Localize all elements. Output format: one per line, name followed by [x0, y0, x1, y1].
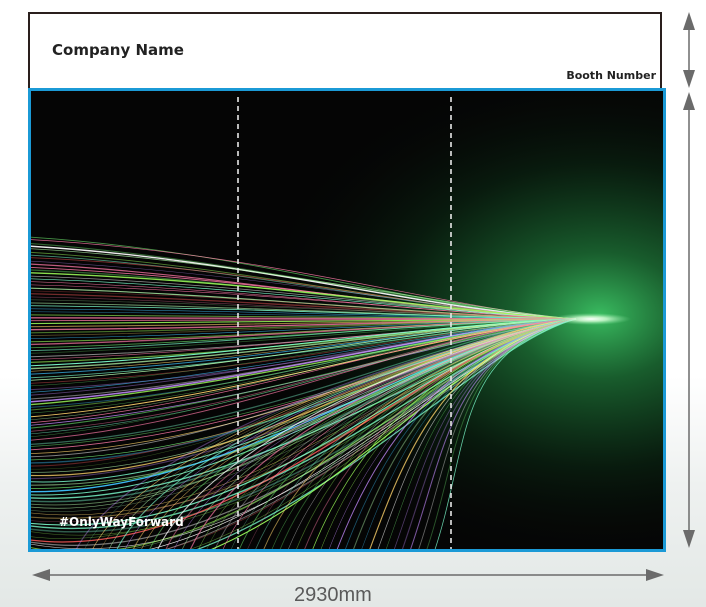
- light-streak: [31, 305, 577, 320]
- width-arrow-left-icon: [32, 569, 50, 581]
- light-streak: [31, 318, 577, 543]
- light-streak: [190, 318, 577, 549]
- light-streak: [31, 318, 577, 530]
- light-arc: [206, 318, 577, 549]
- light-streak: [31, 318, 577, 384]
- company-name: Company Name: [52, 41, 184, 59]
- light-streak: [31, 293, 577, 320]
- graphic-arrow-up-icon: [683, 92, 695, 110]
- light-streak: [31, 318, 577, 381]
- light-streak: [31, 318, 577, 408]
- light-streak: [31, 318, 577, 429]
- light-streak: [31, 318, 577, 331]
- width-label: 2930mm: [294, 584, 372, 606]
- light-arc: [198, 318, 577, 549]
- light-streak: [31, 272, 577, 320]
- light-streak: [31, 290, 577, 320]
- light-streak: [31, 287, 577, 320]
- light-streak: [31, 318, 577, 387]
- light-streak: [210, 318, 577, 549]
- graphic-panel: #OnlyWayForward: [28, 88, 666, 552]
- light-streak: [31, 318, 577, 477]
- light-streak: [31, 318, 577, 414]
- light-streak: [31, 245, 577, 320]
- light-streak: [31, 318, 577, 441]
- light-streak: [31, 248, 577, 320]
- booth-number: Booth Number: [566, 69, 656, 82]
- light-arc: [410, 318, 577, 549]
- light-arc: [418, 318, 577, 549]
- light-streak: [31, 318, 577, 424]
- header-panel: Company Name Booth Number: [28, 12, 662, 90]
- light-streak: [31, 318, 577, 352]
- light-streak: [31, 318, 577, 379]
- light-streak: [31, 318, 577, 509]
- light-arc: [279, 318, 577, 549]
- light-streak: [166, 318, 577, 549]
- light-arc: [345, 318, 577, 549]
- light-streak: [31, 318, 577, 445]
- light-streaks-graphic: [31, 91, 663, 549]
- light-arc: [288, 318, 577, 549]
- streak-lines: [31, 236, 577, 549]
- graphic-arrow-down-icon: [683, 530, 695, 548]
- hashtag-text: #OnlyWayForward: [59, 515, 184, 529]
- light-streak: [149, 318, 577, 549]
- light-arc: [434, 318, 577, 549]
- header-arrow-down-icon: [683, 70, 695, 88]
- light-streak: [31, 318, 577, 437]
- light-arc: [263, 318, 577, 549]
- header-arrow-up-icon: [683, 12, 695, 30]
- light-arc: [385, 318, 577, 549]
- light-core: [551, 313, 631, 325]
- width-arrow-right-icon: [646, 569, 664, 581]
- light-arc: [239, 318, 577, 549]
- light-arc: [336, 318, 577, 549]
- light-streak: [31, 318, 577, 339]
- light-arc: [271, 318, 577, 549]
- light-streak: [31, 284, 577, 320]
- light-streak: [31, 318, 577, 354]
- light-streak: [31, 318, 577, 334]
- light-streak: [131, 318, 577, 549]
